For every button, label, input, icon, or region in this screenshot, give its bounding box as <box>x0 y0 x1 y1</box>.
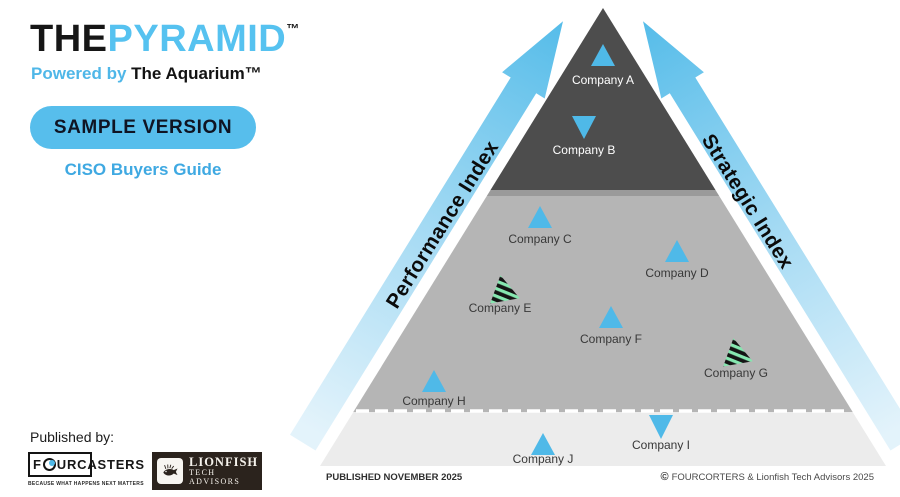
pyramid-tier-band <box>486 190 720 196</box>
performance-arrow <box>290 21 563 451</box>
fourcasters-name-rest: URCASTERS <box>56 457 145 472</box>
fourcasters-logo: F URCASTERS BECAUSE WHAT HAPPENS NEXT MA… <box>28 452 148 487</box>
powered-by-prefix: Powered by <box>31 64 132 83</box>
lionfish-name: LIONFISH <box>189 455 259 470</box>
copyright-text: FOURCORTERS & Lionfish Tech Advisors 202… <box>671 471 874 483</box>
company-i-marker-down-triangle <box>649 415 673 439</box>
company-label: Company B <box>553 143 616 157</box>
company-label: Company E <box>469 301 532 315</box>
sample-version-badge: SAMPLE VERSION <box>30 106 256 149</box>
company-label: Company H <box>402 394 465 408</box>
powered-by-line: Powered by The Aquarium™ <box>31 64 262 84</box>
fourcasters-frame <box>28 452 92 477</box>
lionfish-wordmark: LIONFISH TECH ADVISORS <box>189 455 262 486</box>
company-label: Company J <box>513 452 574 466</box>
company-label: Company D <box>645 266 709 280</box>
copyright-icon: © <box>660 471 669 483</box>
lionfish-subtitle: TECH ADVISORS <box>189 468 241 486</box>
fourcasters-o-mark-icon <box>42 458 56 471</box>
company-h-marker-up-triangle <box>422 370 446 392</box>
strategic-arrow <box>643 21 900 451</box>
published-date-note: PUBLISHED NOVEMBER 2025 <box>326 472 463 483</box>
fourcasters-wordmark: F URCASTERS <box>28 452 148 477</box>
company-d-marker-up-triangle <box>665 240 689 262</box>
company-label: Company A <box>572 73 634 87</box>
lionfish-fish-icon <box>157 458 183 484</box>
fourcasters-tagline: BECAUSE WHAT HAPPENS NEXT MATTERS <box>28 481 144 487</box>
company-e-marker-striped-triangle <box>490 275 520 304</box>
fourcasters-letter-f: F <box>33 457 42 472</box>
lionfish-logo: LIONFISH TECH ADVISORS <box>152 452 262 490</box>
copyright-line: © FOURCORTERS & Lionfish Tech Advisors 2… <box>660 471 874 483</box>
company-label: Company I <box>632 438 690 452</box>
company-label: Company C <box>508 232 572 246</box>
company-j-marker-up-triangle <box>531 433 555 455</box>
company-a-marker-up-triangle <box>591 44 615 66</box>
company-f-marker-up-triangle <box>599 306 623 328</box>
sample-version-label: SAMPLE VERSION <box>53 116 233 138</box>
pyramid-tier-bottom <box>320 412 886 466</box>
fourcasters-name: F URCASTERS <box>33 457 145 472</box>
logo-pyramid: PYRAMID <box>107 18 287 60</box>
company-label: Company G <box>704 366 768 380</box>
company-b-marker-down-triangle <box>572 116 596 139</box>
company-label: Company F <box>580 332 642 346</box>
logo-trademark: ™ <box>286 21 300 36</box>
company-c-marker-up-triangle <box>528 206 552 228</box>
guide-subtitle: CISO Buyers Guide <box>64 160 222 179</box>
company-g-marker-striped-triangle <box>723 338 753 367</box>
published-by-label: Published by: <box>30 429 115 445</box>
pyramid-tier-top <box>490 8 716 190</box>
powered-by-brand: The Aquarium™ <box>131 64 262 83</box>
logo-the: THE <box>30 18 108 60</box>
app-logo: THEPYRAMID™ <box>30 20 299 58</box>
